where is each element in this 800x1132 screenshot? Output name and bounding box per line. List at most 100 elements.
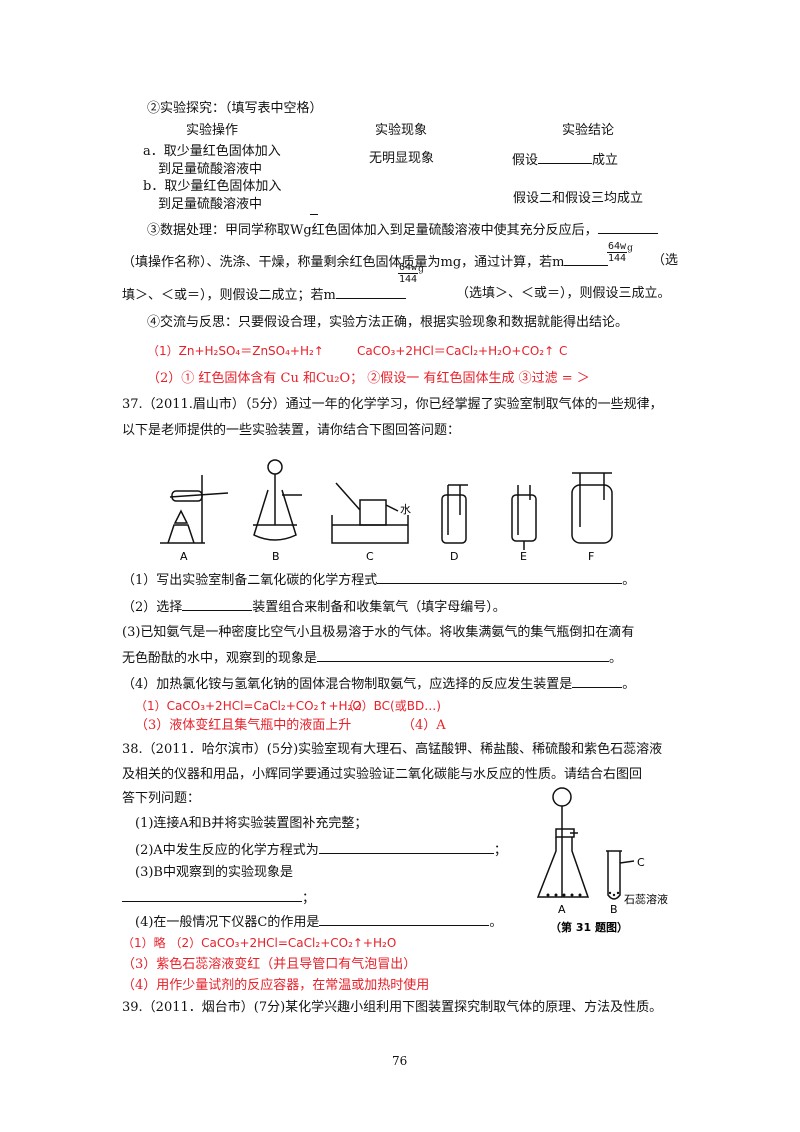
operation-name-blank[interactable] <box>597 220 658 234</box>
apparatus-a <box>160 475 229 544</box>
figure-caption: （第 31 题图） <box>550 920 628 934</box>
q36-reflection: ④交流与反思：只要假设合理，实验方法正确，根据实验现象和数据就能得出结论。 <box>147 315 629 330</box>
row-a-operation-1: a．取少量红色固体加入 <box>143 144 281 159</box>
q38-intro-2: 及相关的仪器和用品，小辉同学要通过实验验证二氧化碳能与水反应的性质。请结合右图回 <box>122 767 643 782</box>
fraction-2-den: 144 <box>399 274 418 285</box>
row-a-phenomenon: 无明显现象 <box>369 151 435 166</box>
q37-question-3b: 无色酚酞的水中，观察到的现象是 。 <box>122 648 622 668</box>
label-b: B <box>272 550 280 563</box>
q37-q1-blank[interactable] <box>377 570 623 584</box>
table-header-phenomenon: 实验现象 <box>375 123 428 138</box>
q37-q3-blank[interactable] <box>317 648 610 662</box>
q36-answer-2: （2）① 红色固体含有 Cu 和Cu₂O； ②假设一 有红色固体生成 ③过滤 =… <box>147 371 590 386</box>
q37-q2-text-a: （2）选择 <box>122 600 183 615</box>
row-a-operation-2: 到足量硫酸溶液中 <box>158 162 263 177</box>
q39-intro: 39.（2011．烟台市）(7分)某化学兴趣小组利用下图装置探究制取气体的原理、… <box>122 1000 663 1015</box>
solution-label: 石蕊溶液 <box>624 892 668 906</box>
q36-answer-1a: （1）Zn+H₂SO₄＝ZnSO₄+H₂↑ <box>147 344 324 358</box>
row-a-blank[interactable] <box>538 150 593 164</box>
apparatus-d <box>441 484 468 544</box>
q38-question-3: (3)B中观察到的实验现象是 <box>135 865 293 880</box>
q38-q4-text: (4)在一般情况下仪器C的作用是 <box>135 915 320 930</box>
q38-q3-blank[interactable] <box>122 888 302 902</box>
q36-explore-heading: ②实验探究：（填写表中空格） <box>147 101 323 116</box>
compare-blank-1[interactable] <box>564 252 609 266</box>
q38-intro-3: 答下列问题： <box>122 791 201 806</box>
data-text-3: 填＞、＜或＝），则假设二成立；若m <box>122 288 336 303</box>
water-label: 水 <box>400 503 411 516</box>
table-header-conclusion: 实验结论 <box>562 123 615 138</box>
label-d: D <box>450 550 458 563</box>
label-a: A <box>180 550 188 563</box>
q37-question-1: （1）写出实验室制备二氧化碳的化学方程式 。 <box>122 570 635 590</box>
label-b: B <box>610 903 618 916</box>
test-tube-b <box>606 850 635 900</box>
row-a-conclusion-post: 成立 <box>592 153 619 168</box>
q37-answer-3: （3）液体变红且集气瓶中的液面上升 <box>135 718 352 733</box>
q38-q4-end: 。 <box>489 915 503 930</box>
q37-answer-4: （4）A <box>402 718 446 733</box>
fraction-1-unit: g <box>627 243 633 254</box>
q38-question-4: (4)在一般情况下仪器C的作用是 。 <box>135 912 502 932</box>
fraction-1-den: 144 <box>608 253 627 264</box>
label-c: C <box>366 550 374 563</box>
q36-answer-1b: CaCO₃+2HCl＝CaCl₂+H₂O+CO₂↑ <box>357 344 555 358</box>
q37-q1-end: 。 <box>622 573 636 588</box>
label-a: A <box>558 903 566 916</box>
q37-q2-text-b: 装置组合来制备和收集氧气（填字母编号）。 <box>252 600 506 615</box>
q37-question-2: （2）选择 装置组合来制备和收集氧气（填字母编号）。 <box>122 597 506 617</box>
q37-q3-text: 无色酚酞的水中，观察到的现象是 <box>122 651 318 666</box>
q38-question-3-line: ； <box>122 888 315 908</box>
q38-question-2: (2)A中发生反应的化学方程式为 ； <box>135 840 507 860</box>
flask-a <box>536 787 590 898</box>
apparatus-e <box>511 485 537 550</box>
apparatus-f <box>571 472 613 544</box>
q37-q1-text: （1）写出实验室制备二氧化碳的化学方程式 <box>122 573 378 588</box>
label-e: E <box>520 550 527 563</box>
row-a-conclusion: 假设 成立 <box>512 150 618 170</box>
compare-blank-2[interactable] <box>335 285 406 299</box>
row-b-conclusion: 假设二和假设三均成立 <box>513 191 644 206</box>
q38-question-1: (1)连接A和B并将实验装置图补充完整； <box>135 816 368 831</box>
q38-q2-end: ； <box>493 843 507 858</box>
q38-intro-1: 38.（2011．哈尔滨市）(5分)实验室现有大理石、高锰酸钾、稀盐酸、稀硫酸和… <box>122 742 663 757</box>
data-text-1: ③数据处理：甲同学称取Wg红色固体加入到足量硫酸溶液中使其充分反应后， <box>147 223 598 238</box>
table-header-operation: 实验操作 <box>186 123 239 138</box>
q38-answer-1-2: （1）略 （2）CaCO₃+2HCl=CaCl₂+CO₂↑+H₂O <box>122 936 397 950</box>
q38-q3-end: ； <box>302 891 316 906</box>
q37-intro-2: 以下是老师提供的一些实验装置，请你结合下图回答问题： <box>122 423 461 438</box>
q37-intro-1: 37.（2011.眉山市）（5分）通过一年的化学学习，你已经掌握了实验室制取气体… <box>122 397 663 412</box>
row-b-operation-1: b．取少量红色固体加入 <box>143 179 282 194</box>
data-text-2: （填操作名称）、洗涤、干燥，称量剩余红色固体质量为mg，通过计算，若m <box>122 255 565 270</box>
row-b-phenomenon-blank[interactable] <box>310 214 318 215</box>
apparatus-c <box>331 482 409 544</box>
q37-question-4: （4）加热氯化铵与氢氧化钠的固体混合物制取氨气，应选择的反应发生装置是 。 <box>122 674 635 694</box>
q37-q4-text: （4）加热氯化铵与氢氧化钠的固体混合物制取氨气，应选择的反应发生装置是 <box>122 677 573 692</box>
q37-q4-blank[interactable] <box>572 674 623 688</box>
fraction-1-num: 64w <box>607 241 628 253</box>
q36-data-line3: 填＞、＜或＝），则假设二成立；若m <box>122 285 406 305</box>
apparatus-b <box>253 459 302 541</box>
q38-q2-text: (2)A中发生反应的化学方程式为 <box>135 843 319 858</box>
q37-answer-1: （1）CaCO₃+2HCl=CaCl₂+CO₂↑+H₂O <box>135 699 362 713</box>
q37-q2-blank[interactable] <box>182 597 253 611</box>
apparatus-figure-q37: A B C D E F 水 <box>160 459 613 563</box>
label-c: C <box>637 856 645 869</box>
q36-answer-1c: C <box>559 344 568 358</box>
row-a-conclusion-pre: 假设 <box>512 153 539 168</box>
label-f: F <box>588 550 594 563</box>
q36-data-line1: ③数据处理：甲同学称取Wg红色固体加入到足量硫酸溶液中使其充分反应后， <box>147 220 658 240</box>
q38-answer-4: （4）用作少量试剂的反应容器，在常温或加热时使用 <box>122 978 430 993</box>
q36-data-line2: （填操作名称）、洗涤、干燥，称量剩余红色固体质量为mg，通过计算，若m <box>122 252 609 272</box>
q37-q4-end: 。 <box>622 677 636 692</box>
q37-q3-end: 。 <box>609 651 623 666</box>
q38-q4-blank[interactable] <box>319 912 490 926</box>
fraction-2-num: 64w <box>398 262 419 274</box>
row-b-operation-2: 到足量硫酸溶液中 <box>158 197 263 212</box>
q38-q2-blank[interactable] <box>318 840 494 854</box>
q37-question-3a: (3)已知氨气是一种密度比空气小且极易溶于水的气体。将收集满氨气的集气瓶倒扣在滴… <box>122 625 635 640</box>
page-number: 76 <box>392 1054 408 1068</box>
apparatus-figure-q38: A B C 石蕊溶液 （第 31 题图） <box>536 787 668 934</box>
